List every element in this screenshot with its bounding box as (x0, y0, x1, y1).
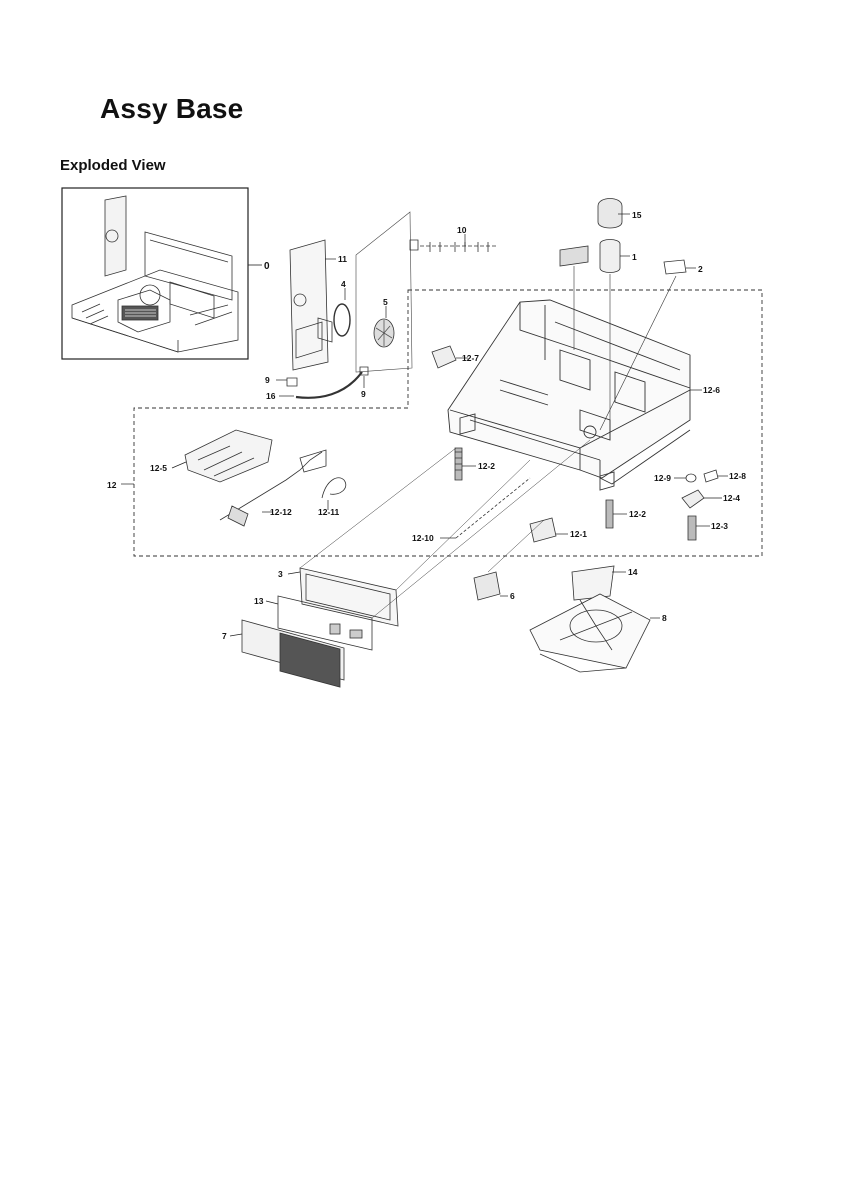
callout-10: 10 (457, 225, 467, 235)
callout-12-2b: 12-2 (629, 509, 646, 519)
callout-leaders (121, 213, 728, 637)
item-4-ring (333, 303, 351, 337)
callout-12-7: 12-7 (462, 353, 479, 363)
callout-6: 6 (510, 591, 515, 601)
item-12-4 (681, 489, 705, 509)
section-title: Exploded View (60, 157, 166, 174)
item-3-frame (299, 567, 399, 627)
item-12-1 (529, 517, 557, 543)
overview-inset: 0 (61, 187, 270, 360)
callout-9a: 9 (265, 375, 270, 385)
item-15-cap (597, 198, 623, 229)
callout-12-1: 12-1 (570, 529, 587, 539)
item-12-10 (455, 477, 531, 539)
callout-12-5: 12-5 (150, 463, 167, 473)
item-11-plate (289, 239, 329, 371)
item-8-plate (529, 593, 651, 669)
callout-9b: 9 (361, 389, 366, 399)
item-12-5 (184, 429, 273, 483)
callout-4: 4 (341, 279, 346, 289)
callout-12-2a: 12-2 (478, 461, 495, 471)
upper-right-parts (559, 198, 687, 440)
bottom-parts (241, 439, 651, 688)
callout-12-11: 12-11 (318, 507, 340, 517)
base-chassis (447, 299, 691, 491)
page-title: Assy Base (100, 93, 244, 124)
item-14-cover (571, 565, 615, 601)
item-1-motor (599, 239, 621, 273)
group-12-boundary (133, 289, 763, 557)
item-6-block (473, 571, 501, 601)
item-2-clip (663, 259, 687, 275)
overview-frame (61, 187, 249, 360)
callout-2: 2 (698, 264, 703, 274)
callout-16: 16 (266, 391, 276, 401)
callout-12-9: 12-9 (654, 473, 671, 483)
callout-12-4: 12-4 (723, 493, 740, 503)
callout-3: 3 (278, 569, 283, 579)
callout-5: 5 (383, 297, 388, 307)
item-16-tube (295, 371, 363, 399)
callout-12-12: 12-12 (270, 507, 292, 517)
callout-11: 11 (338, 254, 347, 264)
group-12-parts (184, 345, 719, 543)
front-panel-parts (286, 211, 496, 399)
callout-1: 1 (632, 252, 637, 262)
callout-8: 8 (662, 613, 667, 623)
item-12-7 (431, 345, 457, 369)
callout-12-8: 12-8 (729, 471, 746, 481)
callout-7: 7 (222, 631, 227, 641)
item-13-board (277, 595, 373, 651)
callout-12: 12 (107, 480, 117, 490)
callout-12-3: 12-3 (711, 521, 728, 531)
callout-12-10: 12-10 (412, 533, 434, 543)
callout-labels: 11 4 5 10 15 1 2 12-6 12-7 9 9 16 12 12-… (107, 210, 746, 641)
callout-14: 14 (628, 567, 638, 577)
item-12-8 (703, 469, 719, 483)
item-12-9 (685, 473, 697, 483)
item-10-harness (409, 239, 419, 251)
callout-15: 15 (632, 210, 642, 220)
callout-0: 0 (264, 261, 270, 272)
item-12-3 (687, 515, 697, 541)
overview-assembly-drawing (71, 195, 239, 353)
callout-12-6: 12-6 (703, 385, 720, 395)
item-12-2-right (605, 499, 614, 529)
item-12-11 (321, 477, 347, 499)
callout-13: 13 (254, 596, 264, 606)
